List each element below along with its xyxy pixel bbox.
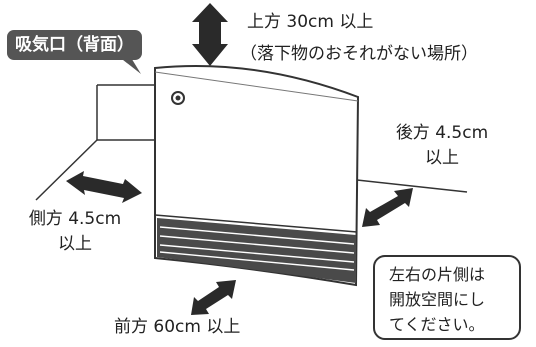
front-clearance-arrow-icon	[191, 280, 236, 315]
note-line: 開放空間にし	[389, 290, 486, 309]
top-clearance-arrow-icon	[192, 3, 228, 66]
intake-pointer	[118, 56, 141, 74]
rear-clearance-line1: 後方 4.5cm	[395, 123, 489, 143]
side-clearance-line1: 側方 4.5cm	[28, 209, 122, 229]
front-clearance-label: 前方 60cm 以上	[114, 317, 241, 337]
room-outline	[35, 84, 468, 201]
side-clearance-label: 側方 4.5cm 以上	[0, 209, 150, 254]
side-clearance-line2: 以上	[58, 234, 92, 254]
top-clearance-label: 上方 30cm 以上	[247, 12, 374, 32]
note-line: 左右の片側は	[389, 265, 486, 284]
rear-clearance-label: 後方 4.5cm 以上	[382, 123, 502, 168]
front-grille	[157, 218, 356, 283]
side-open-note: 左右の片側は 開放空間にし てください。	[373, 255, 521, 340]
side-clearance-arrow-icon	[66, 171, 142, 203]
note-line: てください。	[389, 315, 485, 334]
top-clearance-note: （落下物のおそれがない場所）	[240, 44, 478, 64]
intake-badge: 吸気口（背面）	[7, 30, 142, 60]
heater-unit	[154, 64, 360, 287]
rear-clearance-line2: 以上	[425, 148, 459, 168]
rear-clearance-arrow-icon	[362, 188, 413, 227]
